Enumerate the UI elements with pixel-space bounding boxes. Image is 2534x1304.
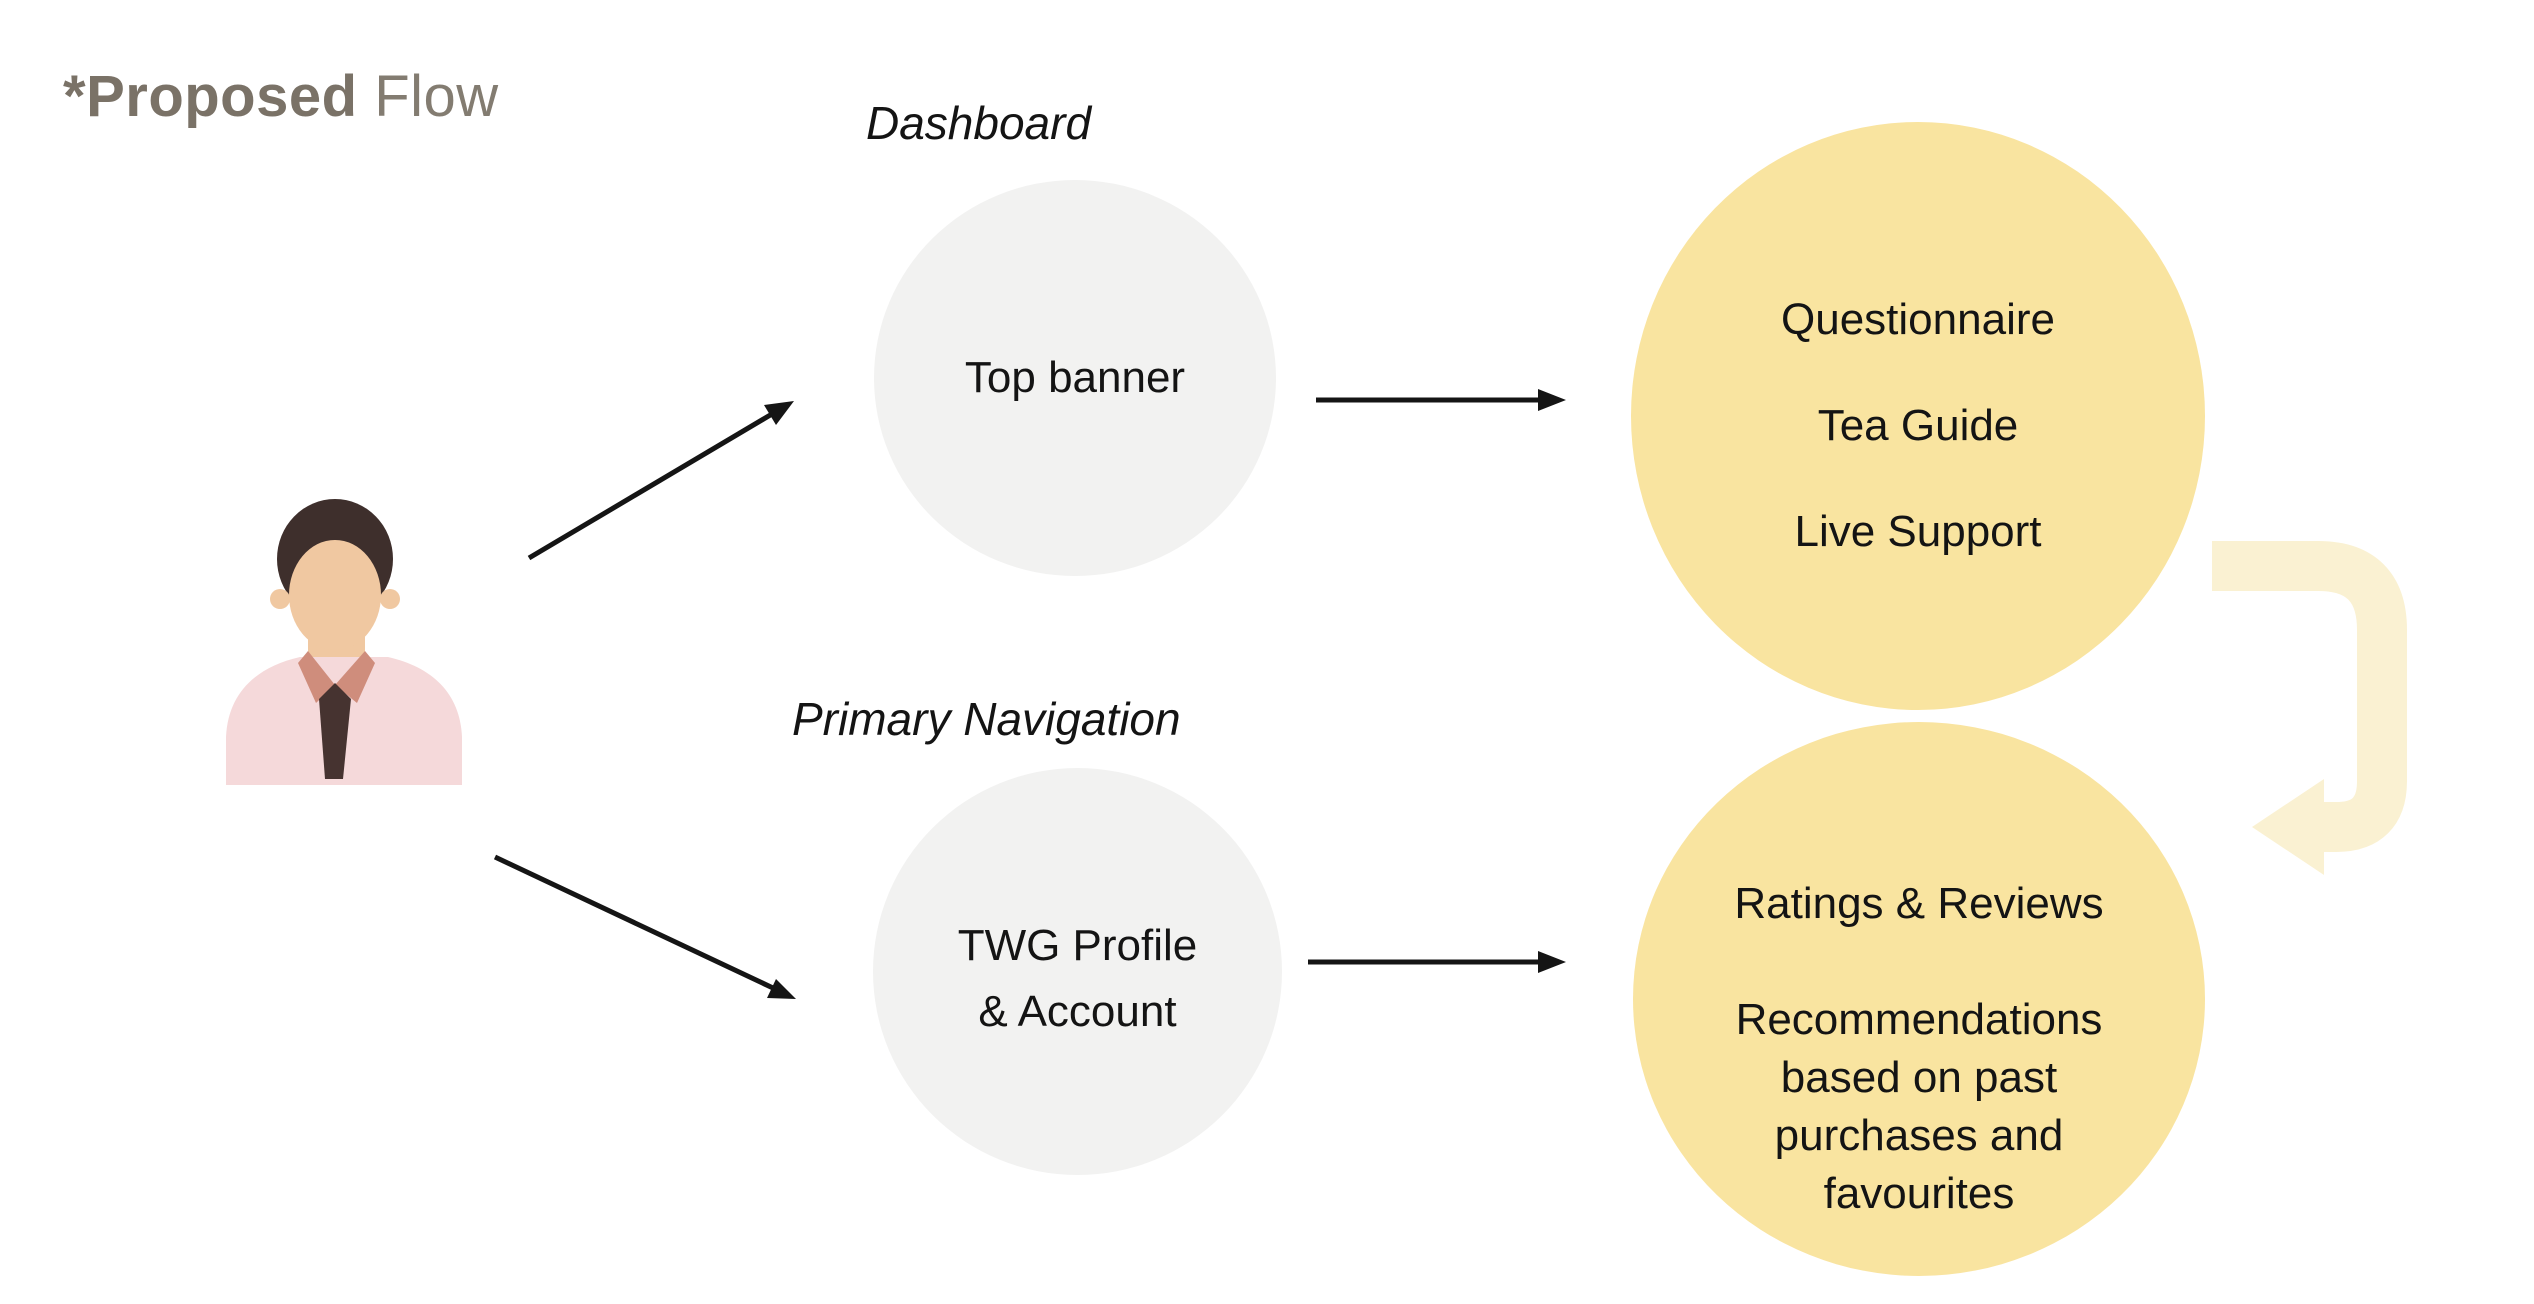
node-twg-profile-line2: & Account <box>978 986 1177 1036</box>
avatar-ear-left <box>270 589 290 609</box>
node-top-banner-label: Top banner <box>964 353 1186 402</box>
avatar-collar-left <box>298 651 335 703</box>
feature-circle-dashboard: Questionnaire Tea Guide Live Support <box>1631 122 2205 710</box>
feature-item: Questionnaire <box>1781 295 2055 344</box>
node-top-banner: Top banner <box>874 180 1276 576</box>
stage-label-primary-navigation: Primary Navigation <box>792 693 1181 745</box>
avatar-collar-right <box>335 651 375 703</box>
arrow-twg-profile-to-features <box>1308 951 1566 973</box>
stage-label-dashboard: Dashboard <box>866 97 1092 149</box>
feature-item: Ratings & Reviews <box>1734 879 2104 928</box>
feature-circle-primary-navigation: Ratings & Reviews Recommendations based … <box>1633 722 2205 1276</box>
user-avatar-icon <box>226 499 462 785</box>
feature-item: Live Support <box>1794 507 2042 556</box>
node-twg-profile-line1: TWG Profile <box>957 921 1198 971</box>
arrow-user-to-twg-profile <box>493 854 796 999</box>
arrow-user-to-top-banner <box>527 401 794 561</box>
node-twg-profile-account: TWG Profile & Account <box>873 768 1282 1175</box>
page-title: *Proposed Flow <box>63 63 499 130</box>
avatar-ear-right <box>380 589 400 609</box>
u-turn-down-left-arrow-icon <box>2212 541 2407 875</box>
avatar-tie <box>319 683 351 779</box>
arrow-top-banner-to-features <box>1316 389 1566 411</box>
avatar-face <box>289 540 381 650</box>
feature-item: Tea Guide <box>1817 401 2019 450</box>
feature-item: Recommendations based on past purchases … <box>1735 995 2103 1218</box>
page-title-rest: Flow <box>374 63 499 129</box>
page-title-emphasis: *Proposed <box>63 63 358 129</box>
